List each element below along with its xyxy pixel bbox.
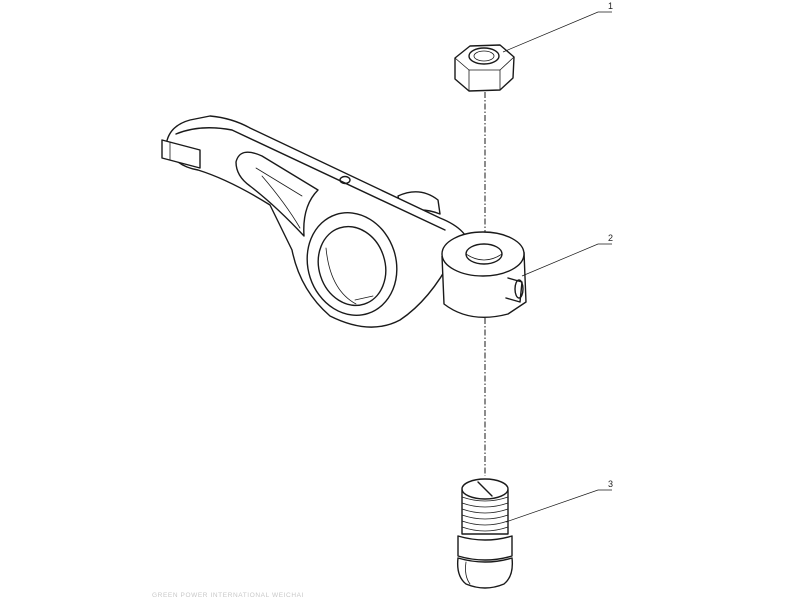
callout-label-1: 1 [608, 1, 613, 11]
part-hex-nut [454, 44, 515, 92]
leader-lines [502, 11, 612, 523]
watermark-text: GREEN POWER INTERNATIONAL WEICHAI [152, 592, 304, 599]
part-rocker-arm [161, 115, 527, 328]
part-adjusting-screw [456, 478, 514, 589]
callout-label-3: 3 [608, 479, 613, 489]
callout-label-2: 2 [608, 233, 613, 243]
